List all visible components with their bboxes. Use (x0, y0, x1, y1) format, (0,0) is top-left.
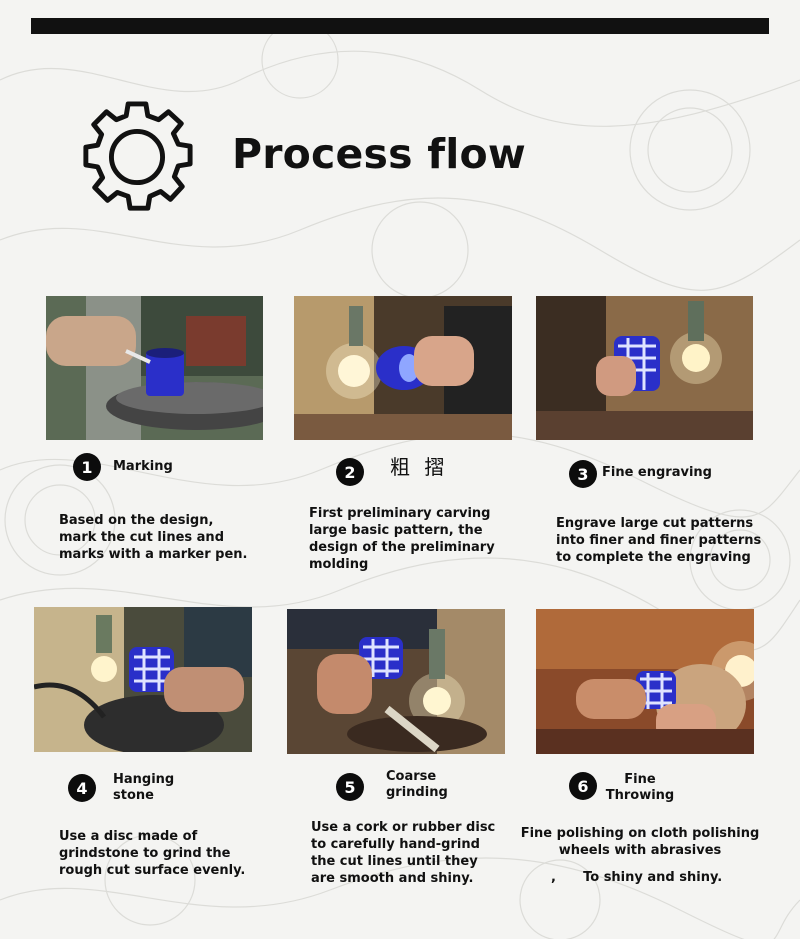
step-6-photo (536, 609, 754, 754)
step-3-label: Fine engraving (602, 465, 712, 480)
step-1-photo (46, 296, 263, 440)
step-5-number: 5 (336, 773, 364, 801)
step-1-label: Marking (113, 459, 173, 474)
step-3-number: 3 (569, 460, 597, 488)
step-5-description: Use a cork or rubber disc to carefully h… (311, 820, 496, 886)
step-4-photo (34, 607, 252, 752)
step-4-number: 4 (68, 774, 96, 802)
step-5-label: Coarse grinding (386, 769, 448, 800)
step-2-description: First preliminary carving large basic pa… (309, 506, 495, 572)
top-bar (31, 18, 769, 34)
step-4-label: Hanging stone (113, 772, 175, 803)
step-6-number: 6 (569, 772, 597, 800)
step-6-description: Fine polishing on cloth polishing wheels… (520, 826, 760, 858)
step-2-number: 2 (336, 458, 364, 486)
step-1-description: Based on the design, mark the cut lines … (59, 513, 248, 562)
step-1-number: 1 (73, 453, 101, 481)
step-3-photo (536, 296, 753, 440)
step-4-description: Use a disc made of grindstone to grind t… (59, 829, 246, 878)
step-5-photo (287, 609, 505, 754)
page-title: Process flow (232, 130, 526, 178)
step-3-description: Engrave large cut patterns into finer an… (556, 516, 762, 565)
step-2-photo (294, 296, 512, 440)
step-6-description-extra: , To shiny and shiny. (551, 870, 723, 885)
gear-icon (83, 101, 193, 211)
step-6-label: Fine Throwing (605, 772, 675, 803)
step-2-label: 粗 摺 (390, 455, 449, 479)
